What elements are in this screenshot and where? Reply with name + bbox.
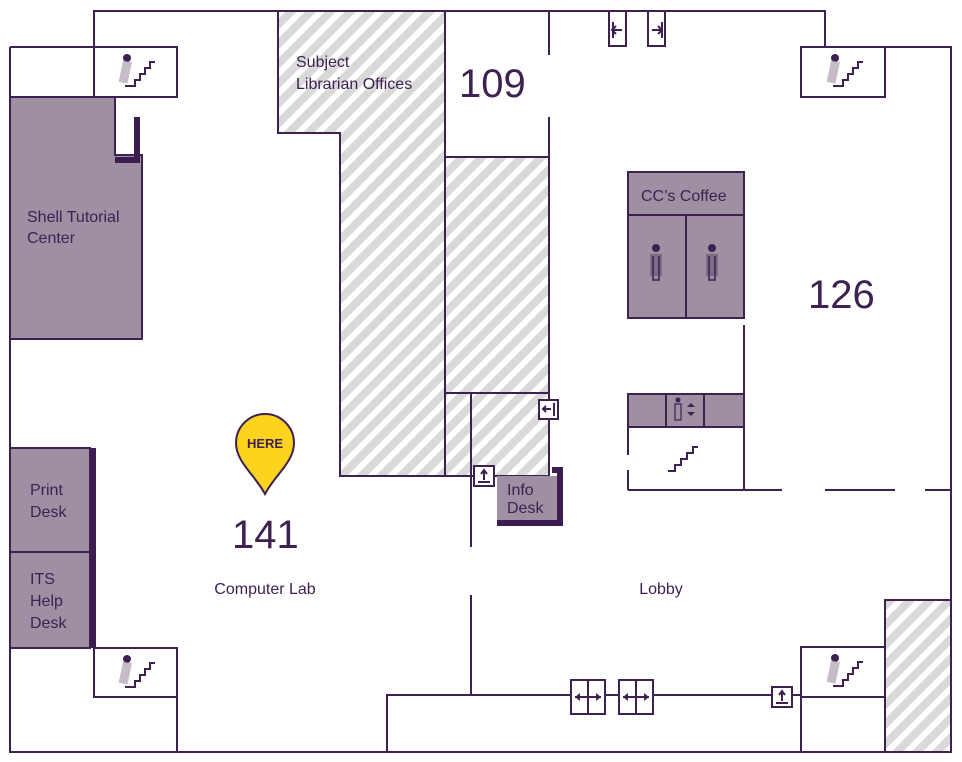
computer-lab-label: Computer Lab [214, 581, 315, 598]
hatched-area [444, 392, 550, 477]
info-desk-label: Info [507, 482, 534, 499]
cc-coffee-label: CC’s Coffee [641, 188, 727, 205]
exit-icon[interactable] [473, 465, 495, 487]
room-number-126: 126 [808, 273, 875, 317]
subject-librarian-label: Librarian Offices [296, 76, 412, 93]
its-help-desk-label: Desk [30, 615, 67, 632]
hatched-area [884, 599, 952, 753]
stairs-icon [117, 654, 156, 688]
here-label: HERE [247, 436, 283, 451]
subject-librarian-label: Subject [296, 54, 350, 71]
shell-tutorial-label: Center [27, 230, 76, 247]
hatched-area [444, 156, 550, 394]
sliding-door-icon[interactable] [618, 679, 654, 715]
you-are-here-marker: HERE [234, 413, 296, 497]
door-icon[interactable] [608, 10, 627, 47]
door-icon[interactable] [647, 10, 666, 47]
elevator-bank [627, 393, 745, 428]
door-icon[interactable] [538, 399, 559, 420]
exit-icon[interactable] [771, 686, 793, 708]
room-number-109: 109 [459, 62, 526, 106]
stairs-icon [825, 53, 864, 87]
stairs-icon [668, 446, 698, 472]
info-desk [497, 476, 557, 522]
shell-tutorial-label: Shell Tutorial [27, 209, 120, 226]
info-desk-label: Desk [507, 500, 544, 517]
stairs-icon [825, 653, 864, 687]
its-help-desk-label: Help [30, 593, 63, 610]
its-help-desk-label: ITS [30, 571, 55, 588]
stairs-icon [117, 53, 156, 87]
print-desk [9, 447, 91, 553]
elevator-icon[interactable] [674, 397, 695, 421]
sliding-door-icon[interactable] [570, 679, 606, 715]
room-number-141: 141 [232, 513, 299, 557]
lobby-label: Lobby [639, 581, 683, 598]
print-desk-label: Desk [30, 504, 67, 521]
print-desk-label: Print [30, 482, 63, 499]
